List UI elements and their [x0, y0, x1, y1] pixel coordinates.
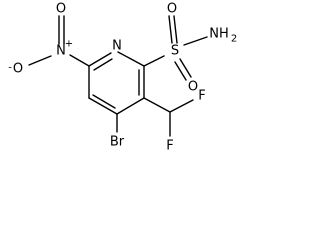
- bond-s-o-right-b: [179, 58, 192, 78]
- sulfonamide-nh-label: NH: [209, 27, 229, 42]
- nitro-nitrogen-label: N: [56, 44, 66, 59]
- bond-ring-c4-c5: [88, 97, 118, 115]
- bond-ring-c3-c4: [116, 97, 145, 115]
- sulfonyl-oxygen-left-label: O: [167, 2, 177, 17]
- bond-c2-s: [143, 55, 165, 67]
- bond-ring-c4-c5-inner: [92, 94, 116, 109]
- bond-nitro-n-o-single: [28, 55, 52, 66]
- sulfur-label: S: [171, 44, 179, 59]
- chemical-structure-diagram: N N + O O - S O O NH 2 Br F F: [8, 2, 237, 154]
- fluorine-right-label: F: [198, 89, 205, 104]
- fluorine-bottom-label: F: [166, 139, 173, 154]
- bond-s-o-right-a: [174, 61, 187, 81]
- bond-ring-c6-n-inner: [93, 58, 113, 71]
- bond-ring-c6-n: [88, 52, 112, 67]
- bromine-label: Br: [110, 135, 125, 150]
- bond-s-nh2: [183, 36, 208, 46]
- bond-chf2-f-right: [169, 99, 194, 113]
- nitro-oxygen-charge: -: [8, 63, 12, 74]
- nitro-nitrogen-charge: +: [65, 39, 73, 50]
- sulfonyl-oxygen-right-label: O: [188, 80, 198, 95]
- nitro-oxygen-double-label: O: [56, 2, 66, 17]
- bond-c3-chf2: [143, 97, 171, 113]
- bond-ring-n-c2: [117, 51, 145, 67]
- sulfonamide-nh-subscript: 2: [231, 34, 237, 45]
- bond-c6-nitro-n: [69, 54, 90, 67]
- bond-s-o-left-a: [168, 15, 173, 44]
- ring-nitrogen-label: N: [112, 39, 122, 54]
- bond-s-o-left-b: [173, 15, 178, 44]
- nitro-oxygen-single-label: O: [13, 62, 23, 77]
